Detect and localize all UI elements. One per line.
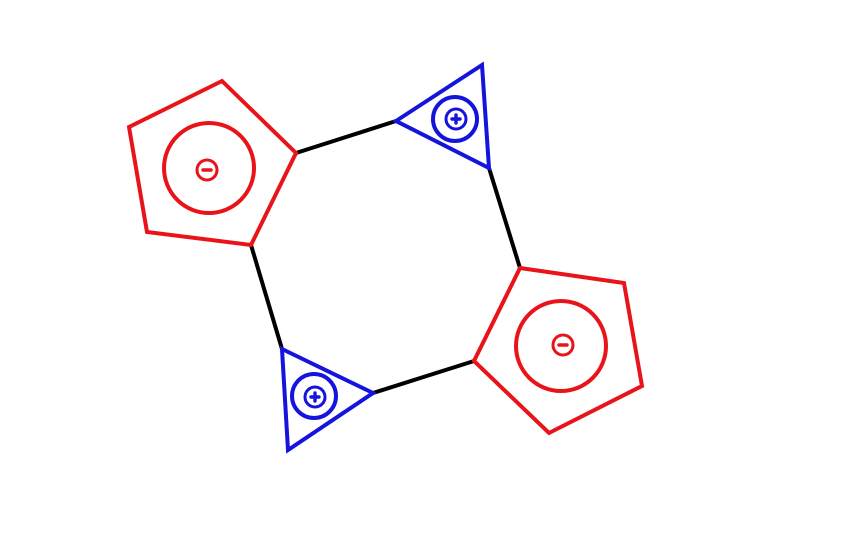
aromatic-circle	[431, 95, 479, 143]
positive-charge-icon	[444, 107, 468, 131]
cyclopropenium-ring-top	[391, 61, 492, 172]
negative-charge-icon	[195, 158, 219, 182]
bond-right-pentagon-to-bottom-triangle	[371, 359, 476, 395]
pentagon-outline	[471, 265, 645, 436]
pentagon-outline	[126, 78, 299, 248]
bond-top-triangle-to-right-pentagon	[487, 166, 522, 270]
cyclopentadienide-ring-right	[471, 265, 645, 436]
bond-bottom-triangle-to-left-pentagon	[249, 243, 284, 351]
bond-left-pentagon-to-top-triangle	[294, 119, 398, 155]
aromatic-circle	[514, 299, 608, 393]
aromatic-circle	[162, 121, 256, 215]
negative-charge-icon	[551, 333, 575, 357]
positive-charge-icon	[303, 385, 327, 409]
triangle-outline	[279, 345, 378, 454]
cyclopentadienide-ring-left	[126, 78, 299, 248]
triangle-outline	[391, 61, 492, 172]
aromatic-circle	[290, 372, 338, 420]
cyclopropenium-ring-bottom	[279, 345, 378, 454]
